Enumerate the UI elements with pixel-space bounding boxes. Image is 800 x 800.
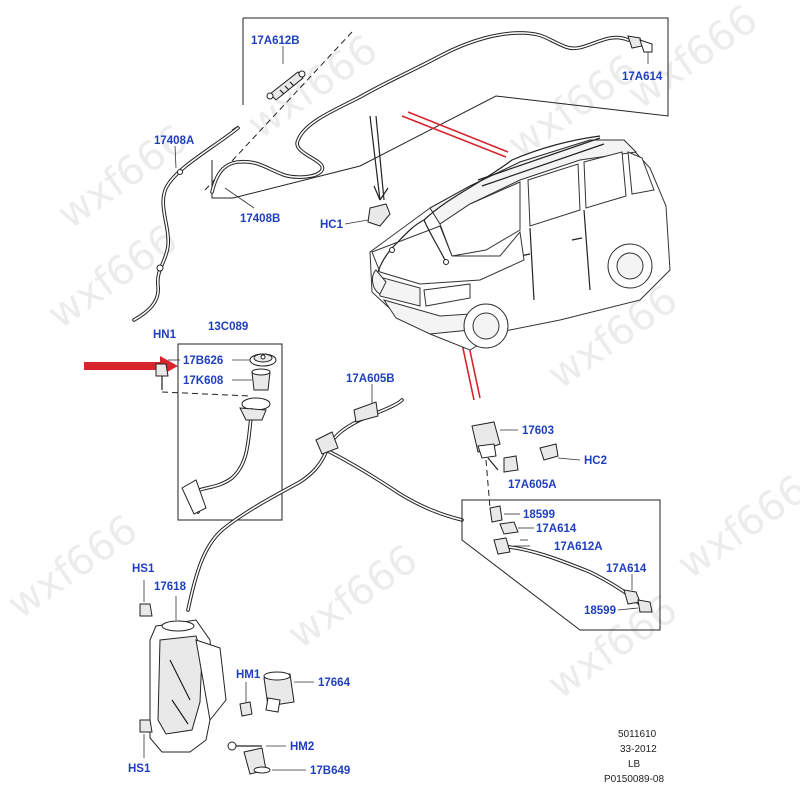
nozzle-box: [461, 499, 661, 631]
label-17408a: 17408A: [154, 135, 194, 147]
clip-hc1: [367, 203, 391, 227]
vehicle-illustration: [369, 135, 671, 351]
grommet-hm1: [239, 682, 253, 717]
ref-region: LB: [628, 759, 641, 770]
watermark-7: wxf666: [279, 536, 426, 658]
washer-hose-17a605b: [186, 384, 464, 612]
top-hose-dash: [204, 31, 353, 191]
label-17k608: 17K608: [183, 375, 224, 387]
hose-clip-1: [177, 169, 183, 175]
label-17603: 17603: [522, 425, 554, 437]
bolt-hn1: [155, 363, 169, 390]
label-17a614-top: 17A614: [622, 71, 663, 83]
nozzle-group-17a605a: [461, 421, 661, 631]
reservoir-tank-17618: [149, 596, 227, 753]
watermark-1: wxf666: [39, 216, 186, 338]
label-17a612a: 17A612A: [554, 541, 603, 553]
connector-17a614-mid: [499, 521, 534, 535]
ref-date: 33-2012: [620, 744, 657, 755]
label-13c089: 13C089: [208, 321, 248, 333]
reference-block: 5011610 33-2012 LB P0150089-08: [604, 729, 664, 785]
watermark-layer: wxf666 wxf666 wxf666 wxf666 wxf666 wxf66…: [0, 0, 800, 708]
label-hs1-bottom: HS1: [128, 763, 151, 775]
label-18599-b: 18599: [584, 605, 616, 617]
label-hc1: HC1: [320, 219, 344, 231]
callout-labels: 17A612B 17A614 17408A 17408B HC1 HN1 13C…: [128, 35, 663, 777]
hc1-clip-group: [344, 115, 391, 227]
label-18599-a: 18599: [523, 509, 555, 521]
filter-17k608: [251, 368, 271, 391]
elbow-17a612b: [266, 46, 306, 101]
filler-box: [177, 343, 283, 521]
screw-hs1-bottom: [139, 719, 153, 758]
hose-clip-2: [156, 264, 164, 272]
check-valve-18599-b: [617, 599, 653, 613]
label-17a614-low: 17A614: [606, 563, 647, 575]
filler-neck-13c089: [181, 397, 271, 515]
reservoir-filler-group: [155, 343, 283, 521]
check-valve-18599-a: [489, 505, 520, 523]
label-17a614-mid: 17A614: [536, 523, 577, 535]
elbow-17a612a: [493, 537, 511, 555]
watermark-10: wxf666: [669, 466, 800, 588]
ref-plate: P0150089-08: [604, 774, 664, 785]
label-17b649: 17B649: [310, 765, 350, 777]
label-hm1: HM1: [236, 669, 261, 681]
label-hs1-top: HS1: [132, 563, 155, 575]
top-hose-frame: [211, 17, 669, 199]
top-hose-group: [132, 17, 669, 322]
label-17618: 17618: [154, 581, 187, 593]
label-17a605a: 17A605A: [508, 479, 557, 491]
label-17664: 17664: [318, 677, 351, 689]
screw-hs1-top: [139, 580, 153, 617]
washer-jet-17603: [471, 421, 519, 473]
label-hm2: HM2: [290, 741, 314, 753]
label-hc2: HC2: [584, 455, 607, 467]
washer-pump-17664: [263, 671, 314, 713]
highlight-arrow: [84, 356, 178, 376]
label-17a605b: 17A605B: [346, 373, 395, 385]
connector-17a614-top: [627, 35, 653, 64]
label-17408b: 17408B: [240, 213, 280, 225]
label-hn1: HN1: [153, 329, 177, 341]
watermark-8: wxf666: [0, 506, 146, 628]
ref-code: 5011610: [618, 729, 657, 740]
filler-cap-17b626: [249, 353, 277, 367]
label-17b626: 17B626: [183, 355, 223, 367]
label-17a612b-top: 17A612B: [251, 35, 300, 47]
washer-pump-17b649: [227, 741, 306, 775]
clip-hc2: [539, 443, 581, 461]
